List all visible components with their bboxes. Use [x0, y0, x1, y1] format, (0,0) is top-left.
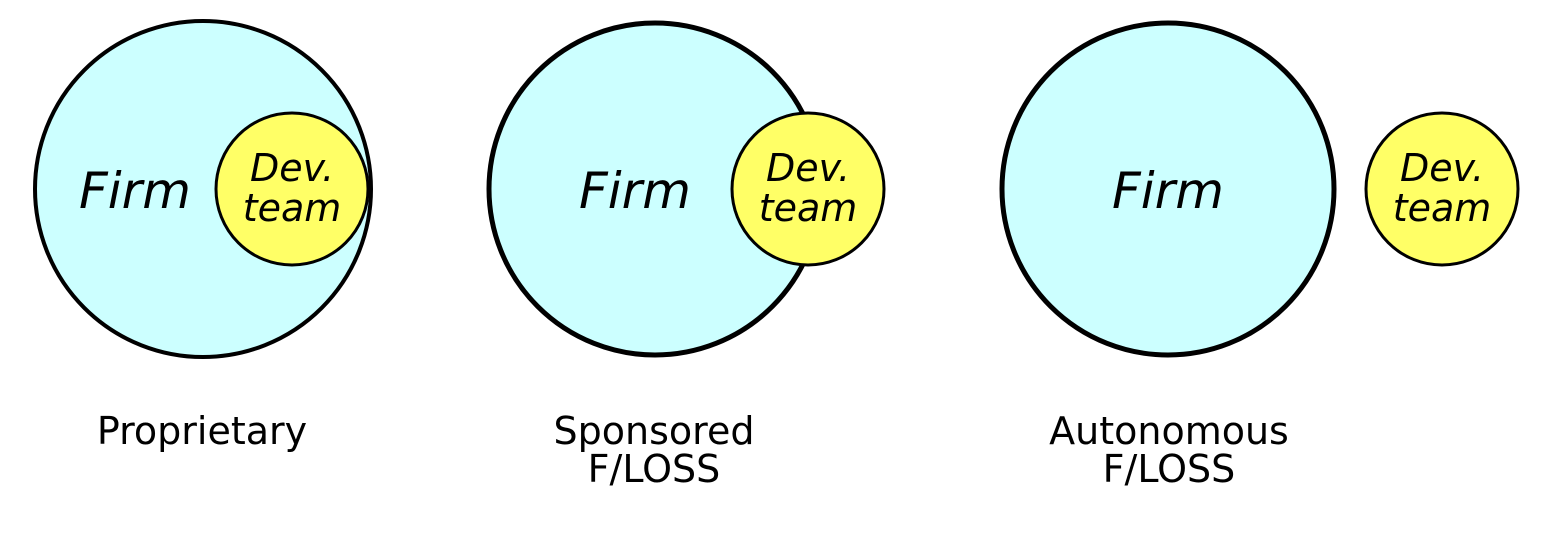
caption-line2: F/LOSS — [1103, 447, 1236, 491]
dev-team-circle — [1364, 111, 1520, 267]
caption-line2: F/LOSS — [588, 447, 721, 491]
dev-team-circle — [730, 111, 886, 267]
dev-team-label-line1: Dev. — [1400, 146, 1484, 190]
caption-line1: Sponsored — [554, 409, 755, 453]
panel-sponsored: Firm Dev. team Sponsored F/LOSS — [486, 20, 886, 491]
firm-label: Firm — [1112, 162, 1224, 220]
panel-proprietary: Firm Dev. team Proprietary — [33, 19, 373, 453]
dev-team-label-line2: team — [1393, 186, 1492, 230]
dev-team-label-line2: team — [243, 186, 342, 230]
firm-circle — [999, 20, 1337, 358]
dev-team-label-line2: team — [759, 186, 858, 230]
dev-team-label-line1: Dev. — [250, 146, 334, 190]
caption-line1: Autonomous — [1049, 409, 1289, 453]
caption-line1: Proprietary — [97, 409, 307, 453]
firm-label: Firm — [79, 162, 191, 220]
firm-label: Firm — [579, 162, 691, 220]
firm-circle — [33, 19, 373, 359]
dev-team-label-line1: Dev. — [766, 146, 850, 190]
dev-team-circle — [214, 111, 370, 267]
panel-autonomous: Firm Dev. team Autonomous F/LOSS — [999, 20, 1520, 491]
